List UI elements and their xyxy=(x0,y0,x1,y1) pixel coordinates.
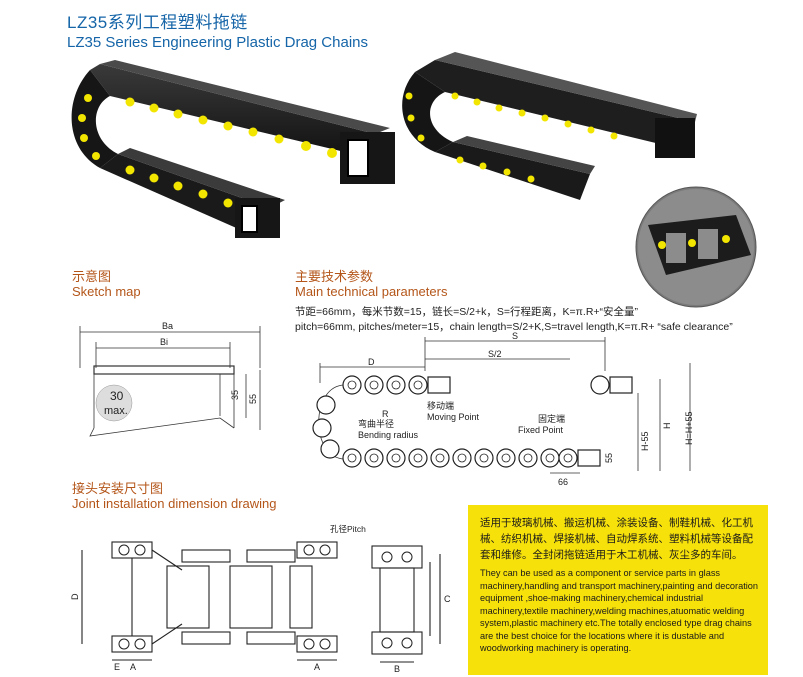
dim-ba: Ba xyxy=(162,321,173,331)
dim-c: C xyxy=(444,594,451,604)
params-line-cn: 节距=66mm，每米节数=15，链长=S/2+k，S=行程距离，K=π.R+“安… xyxy=(295,306,639,318)
page-title-cn: LZ35系列工程塑料拖链 xyxy=(67,13,248,32)
fixed-point-cn: 固定端 xyxy=(538,413,565,424)
dim-hf: H=H+55 xyxy=(684,411,694,445)
sketch-title-en: Sketch map xyxy=(72,284,141,299)
drag-chain-photo-open xyxy=(71,60,395,238)
params-title-cn: 主要技术参数 xyxy=(295,269,374,284)
moving-point-cn: 移动端 xyxy=(427,400,454,411)
angle-unit: max. xyxy=(104,405,128,417)
application-notes-box: 适用于玻璃机械、搬运机械、涂装设备、制鞋机械、化工机械、纺织机械、焊接机械、自动… xyxy=(468,505,768,675)
dim-35: 35 xyxy=(230,390,240,400)
dim-bi: Bi xyxy=(160,337,168,347)
drag-chain-photo-enclosed xyxy=(402,52,697,200)
dim-d-joint: D xyxy=(70,593,80,600)
params-line-en: pitch=66mm, pitches/meter=15，chain lengt… xyxy=(295,321,733,333)
dim-55: 55 xyxy=(248,394,258,404)
dim-b: B xyxy=(394,664,400,674)
dim-s-half: S/2 xyxy=(488,349,502,359)
joint-title-en: Joint installation dimension drawing xyxy=(72,496,277,511)
application-notes-en: They can be used as a component or servi… xyxy=(480,568,759,653)
page-title-en: LZ35 Series Engineering Plastic Drag Cha… xyxy=(67,34,368,51)
dim-d: D xyxy=(368,357,375,367)
bend-radius-cn: 弯曲半径 xyxy=(358,418,394,429)
angle-value: 30 xyxy=(110,389,124,403)
dim-55-right: 55 xyxy=(604,453,614,463)
dim-a-left: A xyxy=(130,662,136,672)
dim-s: S xyxy=(512,331,518,341)
fixed-point-en: Fixed Point xyxy=(518,425,564,435)
dim-h-minus-55: H-55 xyxy=(640,431,650,451)
pitch-hole-label: 孔径Pitch xyxy=(330,524,366,534)
dim-r: R xyxy=(382,409,389,419)
dim-a-right: A xyxy=(314,662,320,672)
drag-chain-closeup-photo xyxy=(635,186,757,308)
joint-title-cn: 接头安装尺寸图 xyxy=(72,481,164,496)
params-title-en: Main technical parameters xyxy=(295,284,448,299)
application-notes-cn: 适用于玻璃机械、搬运机械、涂装设备、制鞋机械、化工机械、纺织机械、焊接机械、自动… xyxy=(480,517,753,561)
dim-pitch-66: 66 xyxy=(558,477,568,487)
joint-installation-drawing: 孔径Pitch D E A A B C xyxy=(70,524,451,674)
sketch-cross-section-drawing: Ba Bi 35 55 30 max. xyxy=(79,321,261,437)
dim-h: H xyxy=(662,423,672,430)
bend-radius-en: Bending radius xyxy=(358,430,419,440)
chain-layout-diagram: S S/2 D R 弯曲半径 Bending radius 移动端 Moving… xyxy=(312,331,694,487)
dim-e: E xyxy=(114,662,120,672)
moving-point-en: Moving Point xyxy=(427,412,480,422)
sketch-title-cn: 示意图 xyxy=(72,269,112,284)
